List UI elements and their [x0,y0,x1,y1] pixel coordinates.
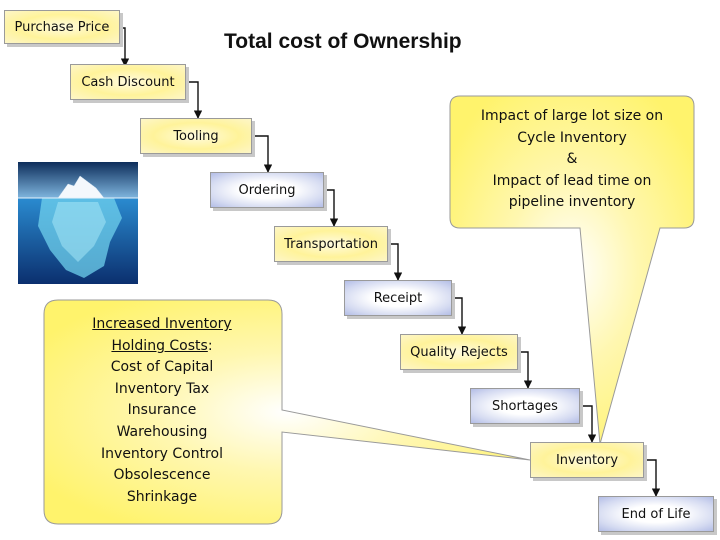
callout-right-line-1: Impact of large lot size on [480,108,664,124]
callout-left-line-3: Insurance [127,402,197,419]
step-transportation-label: Transportation [284,236,378,252]
iceberg-image [18,162,138,284]
connector-1 [120,27,130,67]
connector-5 [388,243,403,281]
callout-left-heading-2-underlined: Holding Costs [111,337,208,354]
step-transportation[interactable]: Transportation [274,226,388,262]
connector-7 [518,351,533,389]
step-ordering[interactable]: Ordering [210,172,324,208]
callout-left-line-1: Cost of Capital [110,359,214,376]
step-cash-discount[interactable]: Cash Discount [70,64,186,100]
connector-6 [452,297,467,335]
step-inventory[interactable]: Inventory [530,442,644,478]
callout-left-shape [43,299,531,525]
step-purchase-price[interactable]: Purchase Price [4,10,120,44]
callout-left-heading-1: Increased Inventory [92,316,232,332]
callout-right-line-4: Impact of lead time on [492,172,652,189]
callout-left-line-4: Warehousing [116,423,208,440]
connector-8 [580,405,597,443]
step-cash-discount-label: Cash Discount [81,74,175,90]
step-receipt-label: Receipt [373,290,423,306]
connector-3 [252,135,273,173]
callout-left-text: Increased Inventory Holding Costs: Cost … [56,314,268,508]
step-ordering-label: Ordering [238,182,296,198]
callout-left-line-2: Inventory Tax [114,380,210,397]
connector-2 [186,81,203,119]
connector-4 [324,189,339,227]
callout-left-line-5: Inventory Control [101,445,223,462]
callout-left-line-6: Obsolescence [113,467,211,484]
page-title: Total cost of Ownership [224,30,462,53]
callout-right-line-5: pipeline inventory [508,194,636,211]
callout-left-heading-2: Holding Costs: [56,336,268,358]
callout-right-line-2: Cycle Inventory [517,129,627,146]
callout-left-heading-2-colon: : [207,337,213,354]
step-tooling-label: Tooling [173,128,219,144]
step-quality-rejects-label: Quality Rejects [410,344,508,360]
step-end-of-life-label: End of Life [621,506,691,522]
connectors [120,27,661,497]
callout-right-text: Impact of large lot size on Cycle Invent… [456,106,688,214]
step-receipt[interactable]: Receipt [344,280,452,316]
step-end-of-life[interactable]: End of Life [598,496,714,532]
step-shortages[interactable]: Shortages [470,388,580,424]
step-purchase-price-label: Purchase Price [14,19,110,35]
step-inventory-label: Inventory [555,452,619,468]
step-quality-rejects[interactable]: Quality Rejects [400,334,518,370]
connector-9 [644,459,661,497]
callout-left-line-7: Shrinkage [126,488,198,505]
step-tooling[interactable]: Tooling [140,118,252,154]
callout-right-line-3: & [566,151,578,168]
step-shortages-label: Shortages [492,398,558,414]
